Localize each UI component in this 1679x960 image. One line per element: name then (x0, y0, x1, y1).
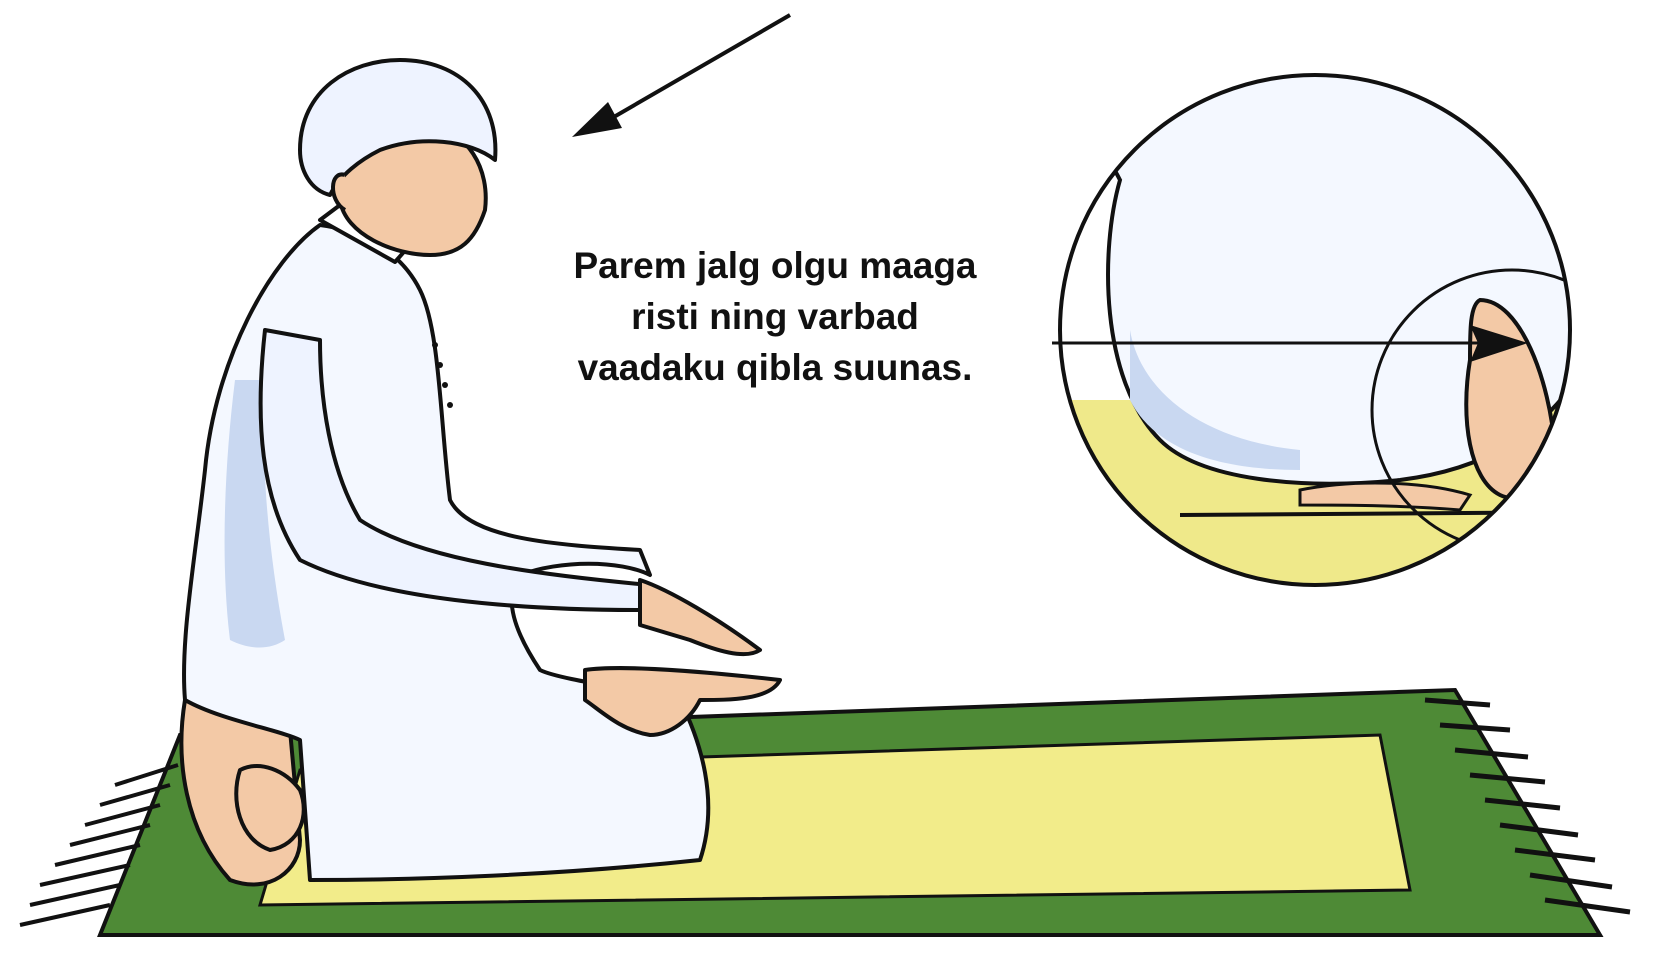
detail-inset (1050, 66, 1652, 600)
instruction-caption: Parem jalg olgu maaga risti ning varbad … (520, 240, 1030, 393)
caption-line-1: Parem jalg olgu maaga (520, 240, 1030, 291)
caption-line-3: vaadaku qibla suunas. (520, 342, 1030, 393)
caption-line-2: risti ning varbad (520, 291, 1030, 342)
kneeling-figure (181, 60, 780, 884)
hand-upper (640, 580, 760, 654)
arrow-icon (572, 15, 790, 137)
